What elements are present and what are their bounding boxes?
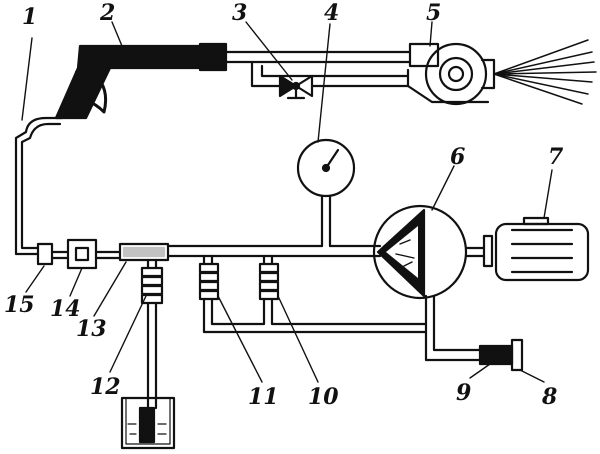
label-2: 2 [99,0,115,26]
return-lines [202,297,428,334]
spray-fan [493,39,597,105]
label-12: 12 [90,374,121,400]
label-8: 8 [541,384,557,410]
leader-lines [21,21,553,383]
bypass-valve [250,60,490,104]
label-6: 6 [450,144,465,170]
main-pipe [166,244,382,258]
label-4: 4 [324,0,339,26]
high-pressure-hose [14,116,64,256]
label-13: 13 [76,316,107,342]
chemical-tank [120,396,176,450]
label-7: 7 [548,144,564,170]
pump [372,204,486,300]
check-valve-11 [198,254,220,301]
pressure-gauge [296,138,356,248]
motor [482,216,590,282]
label-10: 10 [308,384,339,410]
inlet-line [424,294,524,372]
label-9: 9 [456,380,471,406]
hose-fitting [36,242,70,266]
label-1: 1 [22,4,37,30]
label-14: 14 [50,296,81,322]
part-labels: 1 2 3 4 5 6 7 8 9 10 11 12 13 14 15 [4,0,564,410]
label-5: 5 [426,0,441,26]
label-3: 3 [232,0,247,26]
filter-box [66,238,122,270]
check-valve-10 [258,254,280,301]
venturi-injector [118,242,170,262]
nozzle-assembly [408,42,496,106]
chemical-check-valve [140,258,164,410]
spray-gun [54,42,412,120]
label-15: 15 [4,292,35,318]
label-11: 11 [248,384,279,410]
